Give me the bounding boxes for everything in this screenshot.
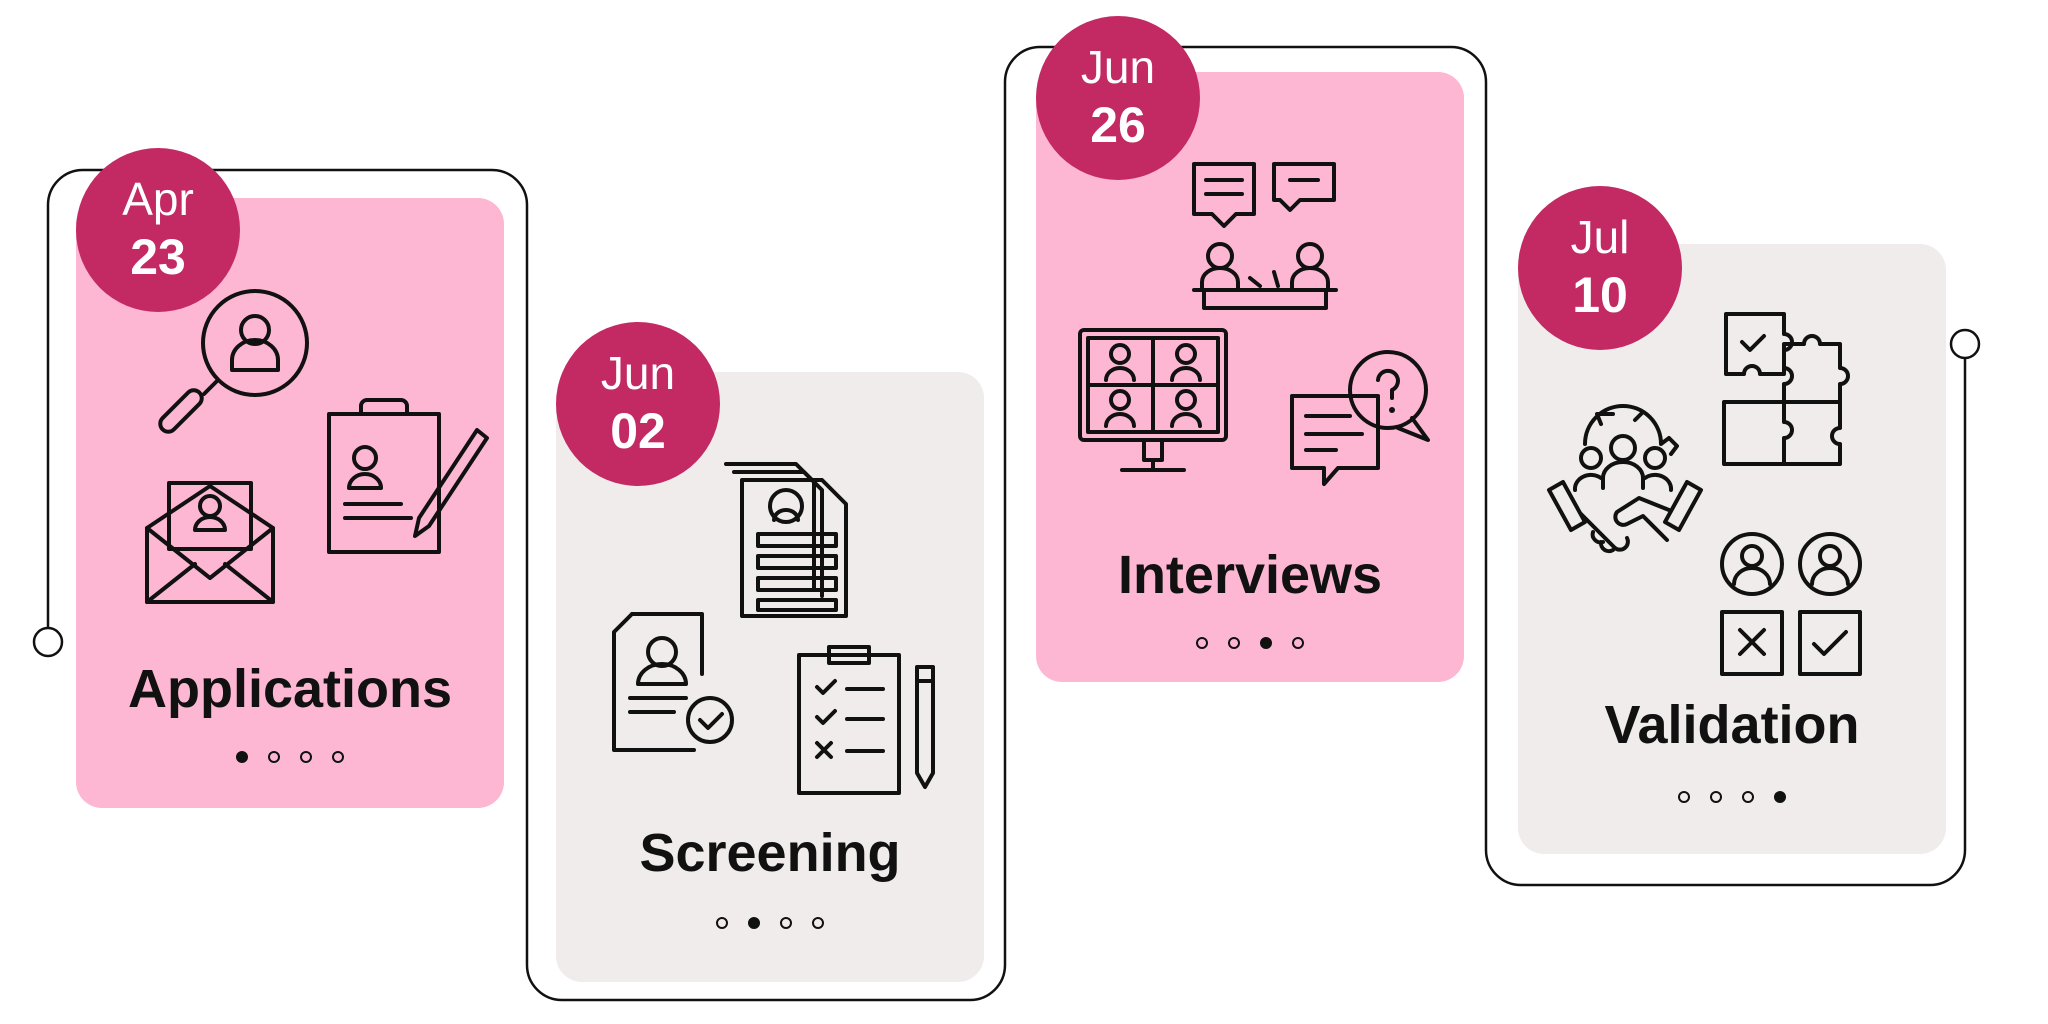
step-title: Screening xyxy=(639,823,901,883)
approved-profile-icon xyxy=(612,612,734,752)
timeline-start-node xyxy=(32,626,64,658)
date-month: Jun xyxy=(600,347,676,399)
progress-dot xyxy=(300,751,312,763)
step-title: Applications xyxy=(127,659,453,719)
date-day: 10 xyxy=(1572,267,1628,323)
progress-dot-active xyxy=(1260,637,1272,649)
date-day: 02 xyxy=(610,403,666,459)
step-progress-dots xyxy=(1036,637,1464,657)
progress-dot-active xyxy=(748,917,760,929)
video-call-icon xyxy=(1078,328,1228,472)
progress-dot xyxy=(716,917,728,929)
date-month: Jun xyxy=(1080,41,1156,93)
puzzle-check-icon xyxy=(1722,312,1850,466)
progress-dot xyxy=(1228,637,1240,649)
timeline-end-node xyxy=(1949,328,1981,360)
step-title: Interviews xyxy=(1117,545,1383,605)
step-progress-dots xyxy=(1518,791,1946,811)
date-badge: Jul 10 xyxy=(1518,186,1682,350)
date-badge: Jun 26 xyxy=(1036,16,1200,180)
progress-dot xyxy=(1678,791,1690,803)
clipboard-pen-icon xyxy=(327,398,489,554)
date-badge: Jun 02 xyxy=(556,322,720,486)
progress-dot-active xyxy=(236,751,248,763)
checklist-pencil-icon xyxy=(797,645,935,795)
progress-dot xyxy=(1710,791,1722,803)
progress-dot xyxy=(268,751,280,763)
date-month: Jul xyxy=(1570,211,1630,263)
resume-stack-icon xyxy=(724,462,848,618)
envelope-resume-icon xyxy=(145,481,275,604)
step-title: Validation xyxy=(1604,695,1860,755)
progress-dot-active xyxy=(1774,791,1786,803)
step-progress-dots xyxy=(76,751,504,771)
progress-dot xyxy=(1742,791,1754,803)
date-day: 26 xyxy=(1090,97,1146,153)
panel-interview-icon xyxy=(1192,162,1338,310)
progress-dot xyxy=(1292,637,1304,649)
progress-dot xyxy=(1196,637,1208,649)
step-progress-dots xyxy=(556,917,984,937)
progress-dot xyxy=(812,917,824,929)
magnifier-person-icon xyxy=(158,289,309,434)
progress-dot xyxy=(780,917,792,929)
date-badge: Apr 23 xyxy=(76,148,240,312)
date-day: 23 xyxy=(130,229,186,285)
date-month: Apr xyxy=(122,173,194,225)
question-chat-icon xyxy=(1290,350,1430,486)
accept-reject-icon xyxy=(1720,532,1862,676)
progress-dot xyxy=(332,751,344,763)
handshake-team-icon xyxy=(1547,404,1703,554)
